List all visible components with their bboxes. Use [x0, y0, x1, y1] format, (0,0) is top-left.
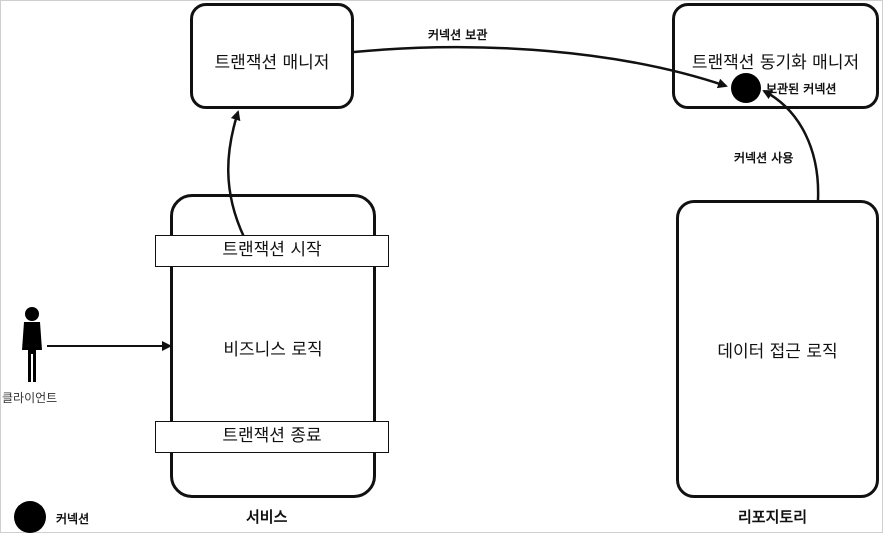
stored-connection-dot: [731, 73, 761, 103]
client-person-icon: [22, 307, 42, 382]
repository-box: 데이터 접근 로직: [676, 200, 879, 498]
repository-caption: 리포지토리: [738, 508, 808, 526]
legend-connection-label: 커넥션: [56, 512, 90, 526]
service-caption: 서비스: [246, 508, 288, 526]
transaction-manager-label: 트랜잭션 매니저: [214, 53, 330, 73]
stored-connection-label: 보관된 커넥션: [766, 82, 837, 96]
store-connection-label: 커넥션 보관: [428, 28, 488, 42]
transaction-manager-box: 트랜잭션 매니저: [190, 3, 354, 109]
client-label: 클라이언트: [2, 391, 58, 405]
arrow-use-connection: [762, 89, 820, 201]
business-logic-label: 비즈니스 로직: [223, 340, 323, 360]
data-access-logic-label: 데이터 접근 로직: [717, 342, 838, 362]
use-connection-label: 커넥션 사용: [734, 151, 794, 165]
transaction-start-bar: 트랜잭션 시작: [155, 235, 389, 267]
arrow-start-to-transaction-manager: [227, 110, 246, 238]
sync-manager-label: 트랜잭션 동기화 매니저: [691, 53, 860, 73]
transaction-end-bar: 트랜잭션 종료: [155, 421, 389, 453]
arrow-store-connection: [353, 45, 728, 89]
legend-connection-dot: [14, 501, 46, 533]
sync-manager-box: 트랜잭션 동기화 매니저: [672, 3, 879, 109]
